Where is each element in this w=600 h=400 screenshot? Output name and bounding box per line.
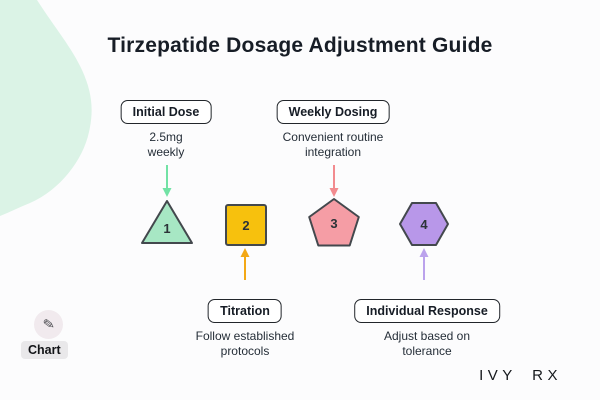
arrow-up-icon — [419, 248, 429, 280]
page-title: Tirzepatide Dosage Adjustment Guide — [107, 34, 493, 57]
step-desc-weekly-dosing: Convenient routine integration — [282, 130, 384, 159]
arrow-up-icon — [240, 248, 250, 280]
step-shape-pentagon: 3 — [308, 198, 360, 247]
annotation-initial-dose: Initial Dose 2.5mg weekly — [120, 100, 212, 160]
step-label-titration: Titration — [208, 299, 282, 323]
arrow-down-icon — [162, 165, 172, 197]
chart-badge-circle[interactable]: ✎ — [34, 310, 63, 339]
chart-badge-label[interactable]: Chart — [21, 341, 68, 359]
step-number: 4 — [420, 217, 428, 232]
decorative-blob — [0, 0, 92, 216]
annotation-individual-response: Individual Response Adjust based on tole… — [354, 299, 500, 359]
arrow-down-icon — [329, 165, 339, 197]
step-label-weekly-dosing: Weekly Dosing — [276, 100, 390, 124]
step-label-individual-response: Individual Response — [354, 299, 500, 323]
pen-icon: ✎ — [41, 315, 56, 333]
step-number: 2 — [242, 218, 249, 233]
annotation-weekly-dosing: Weekly Dosing Convenient routine integra… — [276, 100, 390, 160]
step-number: 1 — [163, 221, 170, 236]
brand-logo: IVY RX — [479, 367, 562, 384]
annotation-titration: Titration Follow established protocols — [195, 299, 295, 359]
step-number: 3 — [330, 216, 337, 231]
step-shape-square: 2 — [225, 204, 267, 246]
step-shape-hexagon: 4 — [399, 202, 449, 246]
step-shape-triangle: 1 — [141, 200, 193, 244]
step-desc-initial-dose: 2.5mg weekly — [147, 130, 185, 159]
step-desc-titration: Follow established protocols — [195, 329, 295, 358]
step-label-initial-dose: Initial Dose — [120, 100, 212, 124]
step-desc-individual-response: Adjust based on tolerance — [383, 329, 471, 358]
